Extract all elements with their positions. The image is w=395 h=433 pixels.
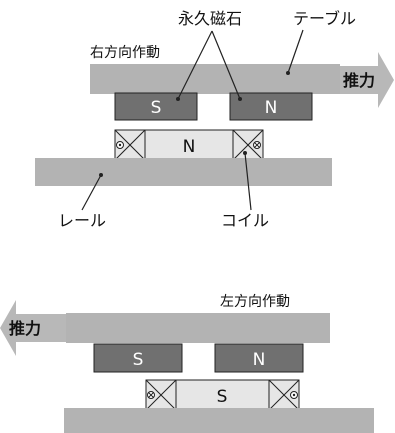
rail-bar [35,158,332,186]
rail-bar-bottom [64,408,374,433]
left-action-label: 左方向作動 [220,294,290,310]
magnet-n-top-label: N [265,98,278,118]
table-label: テーブル [293,9,356,28]
rail-label: レール [58,211,106,230]
coil-core-bottom-label: S [217,387,228,407]
magnet-s-bottom [93,343,183,373]
top-diagram: 推力 右方向作動 S N N 永久磁石 テーブル レール [35,9,394,230]
thrust-label-left: 推力 [9,319,41,338]
magnet-n-top [229,92,313,121]
magnet-n-bottom-label: N [253,350,266,370]
coil-core-bottom [175,379,270,411]
thrust-arrow-left [0,300,66,356]
permanent-magnet-label: 永久磁石 [178,9,242,28]
magnet-s-top [114,92,198,121]
table-bar-bottom [66,313,330,343]
magnet-n-bottom [214,343,304,373]
right-action-label: 右方向作動 [90,45,160,61]
coil-core-top-label: N [183,137,196,157]
bottom-diagram: 左方向作動 推力 S N S [0,294,374,433]
thrust-arrow-right [340,52,394,108]
magnet-s-top-label: S [151,98,162,118]
coil-label: コイル [221,211,269,230]
table-bar [90,64,340,94]
magnet-s-bottom-label: S [133,350,144,370]
thrust-label-right: 推力 [343,71,375,90]
